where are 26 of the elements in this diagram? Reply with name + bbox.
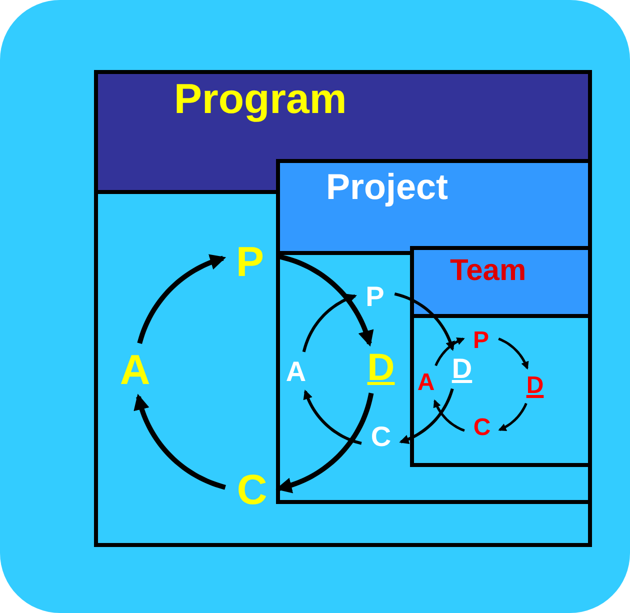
cycle-arrow (303, 390, 362, 445)
cycle-arrow (433, 399, 466, 432)
cycle-letter: A (120, 349, 150, 391)
cycle-arrow (302, 294, 357, 353)
cycle-letter: A (286, 358, 306, 386)
program-box (94, 70, 592, 547)
cycle-letter: C (473, 416, 491, 440)
cycle-arrow (498, 338, 529, 370)
cycle-letter: P (366, 283, 384, 311)
cycle-letter: P (473, 329, 489, 353)
cycle-arrow (434, 337, 465, 367)
cycle-letter: D (367, 349, 395, 387)
cycle-arrow (137, 254, 226, 345)
cycle-arrow (134, 394, 227, 490)
cycle-arrow (276, 392, 374, 494)
cycle-letter: C (370, 423, 392, 451)
box-title: Program (174, 78, 347, 120)
cycle-letter: D (452, 355, 472, 383)
cycle-arrow (399, 388, 454, 444)
cycle-letter: P (236, 241, 264, 283)
cycle-letter: C (236, 469, 268, 511)
cycle-arrow (498, 402, 528, 431)
box-title: Project (326, 169, 448, 205)
box-title: Team (450, 256, 526, 286)
cycle-letter: D (526, 374, 544, 398)
cycle-letter: A (417, 371, 435, 395)
